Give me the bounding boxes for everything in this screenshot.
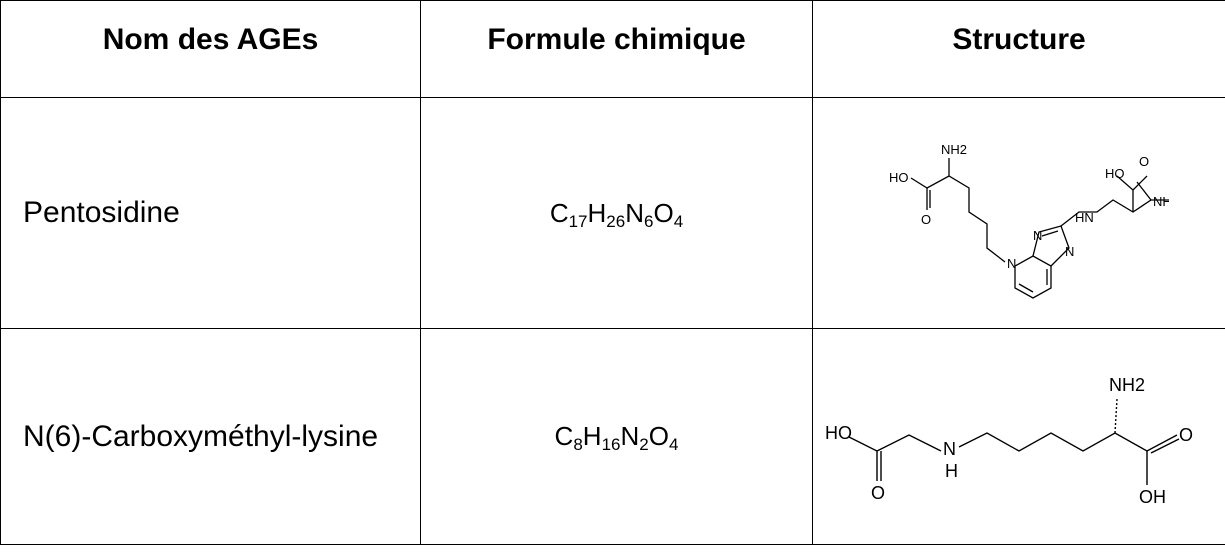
carboxymethyl-lysine-structure-diagram: HO O N H NH2 O OH	[825, 375, 1193, 507]
label-n: N	[943, 439, 956, 459]
label-oh: OH	[1139, 487, 1166, 507]
label-n-ring3: N	[1007, 256, 1016, 271]
header-name: Nom des AGEs	[0, 0, 421, 98]
label-nh2-left: NH2	[941, 142, 967, 157]
pentosidine-structure-diagram: NH2 HO O HO O NH2 HN N N N	[889, 142, 1179, 299]
chemical-formula: C8H16N2O4	[420, 328, 813, 545]
age-name: Pentosidine	[0, 97, 421, 329]
label-o-left: O	[921, 212, 931, 227]
label-ho-right: HO	[1105, 166, 1125, 181]
label-ho: HO	[825, 423, 852, 443]
table-row: N(6)-Carboxyméthyl-lysine C8H16N2O4 HO O…	[0, 328, 1225, 545]
label-nh2-right: NH2	[1153, 194, 1169, 209]
label-nh2: NH2	[1109, 375, 1145, 395]
structure-cell: NH2 HO O HO O NH2 HN N N N	[812, 97, 1225, 329]
chemical-formula: C17H26N6O4	[420, 97, 813, 329]
label-h: H	[945, 461, 958, 481]
label-hn: HN	[1075, 210, 1094, 225]
label-o-right: O	[1139, 154, 1149, 169]
structure-cell: HO O N H NH2 O OH	[812, 328, 1225, 545]
label-o-left: O	[871, 483, 885, 503]
header-structure: Structure	[812, 0, 1225, 98]
header-formula: Formule chimique	[420, 0, 813, 98]
label-o-right: O	[1179, 425, 1193, 445]
ages-table: Nom des AGEs Formule chimique Structure …	[0, 0, 1225, 545]
table-row: Pentosidine C17H26N6O4	[0, 97, 1225, 329]
label-n-ring2: N	[1065, 244, 1074, 259]
header-row: Nom des AGEs Formule chimique Structure	[0, 0, 1225, 98]
label-ho-left: HO	[889, 170, 909, 185]
age-name: N(6)-Carboxyméthyl-lysine	[0, 328, 421, 545]
label-n-ring1: N	[1033, 228, 1042, 243]
